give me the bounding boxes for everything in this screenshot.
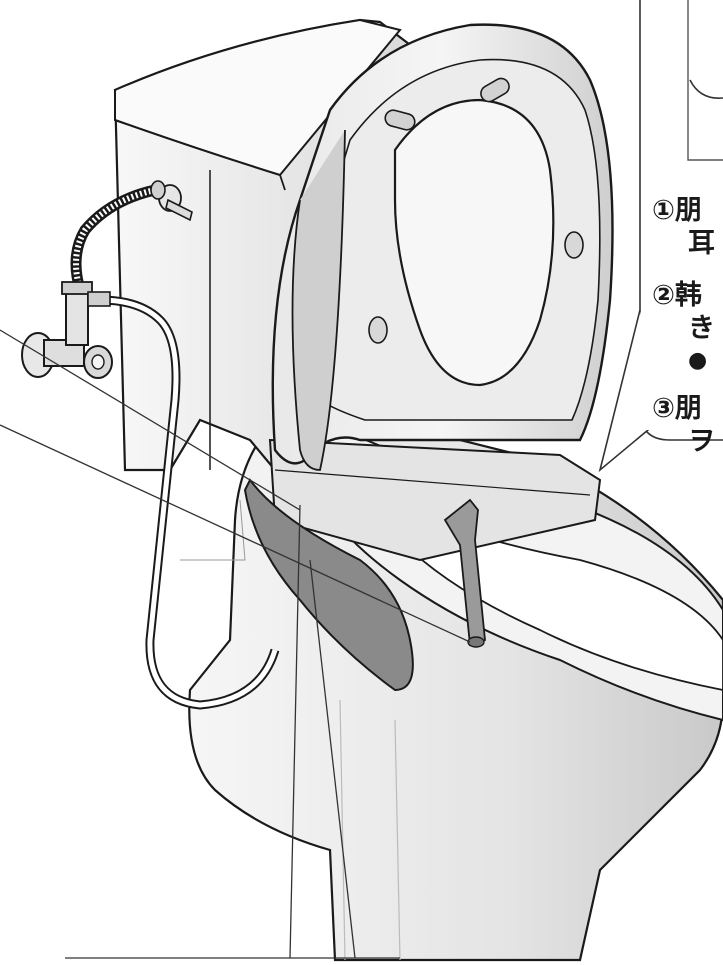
- seat-base-unit: [243, 438, 602, 692]
- callout-box: [598, 0, 723, 473]
- leader-lines: [0, 329, 471, 959]
- flexible-hose-icon: [70, 180, 280, 710]
- nozzle-icon: [443, 498, 486, 648]
- water-supply-valve-icon: [21, 281, 113, 379]
- raised-lid-and-seat: [271, 23, 614, 471]
- step-2-line-2: き: [688, 313, 715, 344]
- inset-detail-frame: [687, 0, 723, 161]
- step-2-line-1: ②韩: [652, 280, 702, 311]
- step-1-line-2: 耳: [688, 228, 715, 259]
- bullet-mark: ●: [688, 348, 708, 373]
- step-3-line-2: ヲ: [688, 426, 715, 457]
- step-3-line-1: ③朋: [652, 393, 702, 424]
- step-1-line-1: ①朋: [652, 195, 702, 226]
